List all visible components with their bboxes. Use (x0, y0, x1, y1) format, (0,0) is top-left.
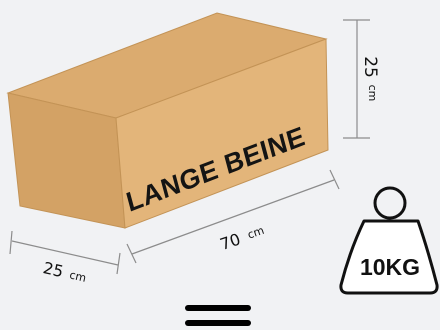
height-unit: cm (366, 85, 379, 102)
depth-dimension: 25 cm (9, 230, 121, 285)
length-dimension-line (131, 179, 335, 255)
length-dimension-cap-left (126, 243, 137, 264)
length-dimension-cap-right (329, 169, 340, 190)
weight-icon-handle (373, 186, 407, 220)
depth-dimension-cap-left (9, 230, 13, 255)
weight-icon-body (339, 219, 439, 295)
weight-label: 10KG (360, 254, 420, 280)
length-unit: cm (246, 224, 266, 242)
hamburger-bar-top (185, 305, 251, 311)
length-value: 70 (217, 230, 242, 255)
box-side-face (115, 38, 329, 229)
weight-icon: 10KG (339, 186, 439, 295)
height-value: 25 (360, 56, 380, 78)
depth-dimension-line (11, 240, 119, 266)
height-dimension: 25 cm (343, 19, 380, 139)
length-dimension: 70 cm (126, 169, 340, 264)
depth-unit: cm (68, 268, 87, 284)
cardboard-box: LANGE BEINE (6, 12, 329, 229)
depth-value: 25 (41, 258, 65, 281)
depth-dimension-cap-right (116, 252, 121, 275)
hamburger-bar-bottom (185, 320, 251, 326)
hamburger-menu-icon[interactable] (185, 303, 251, 330)
